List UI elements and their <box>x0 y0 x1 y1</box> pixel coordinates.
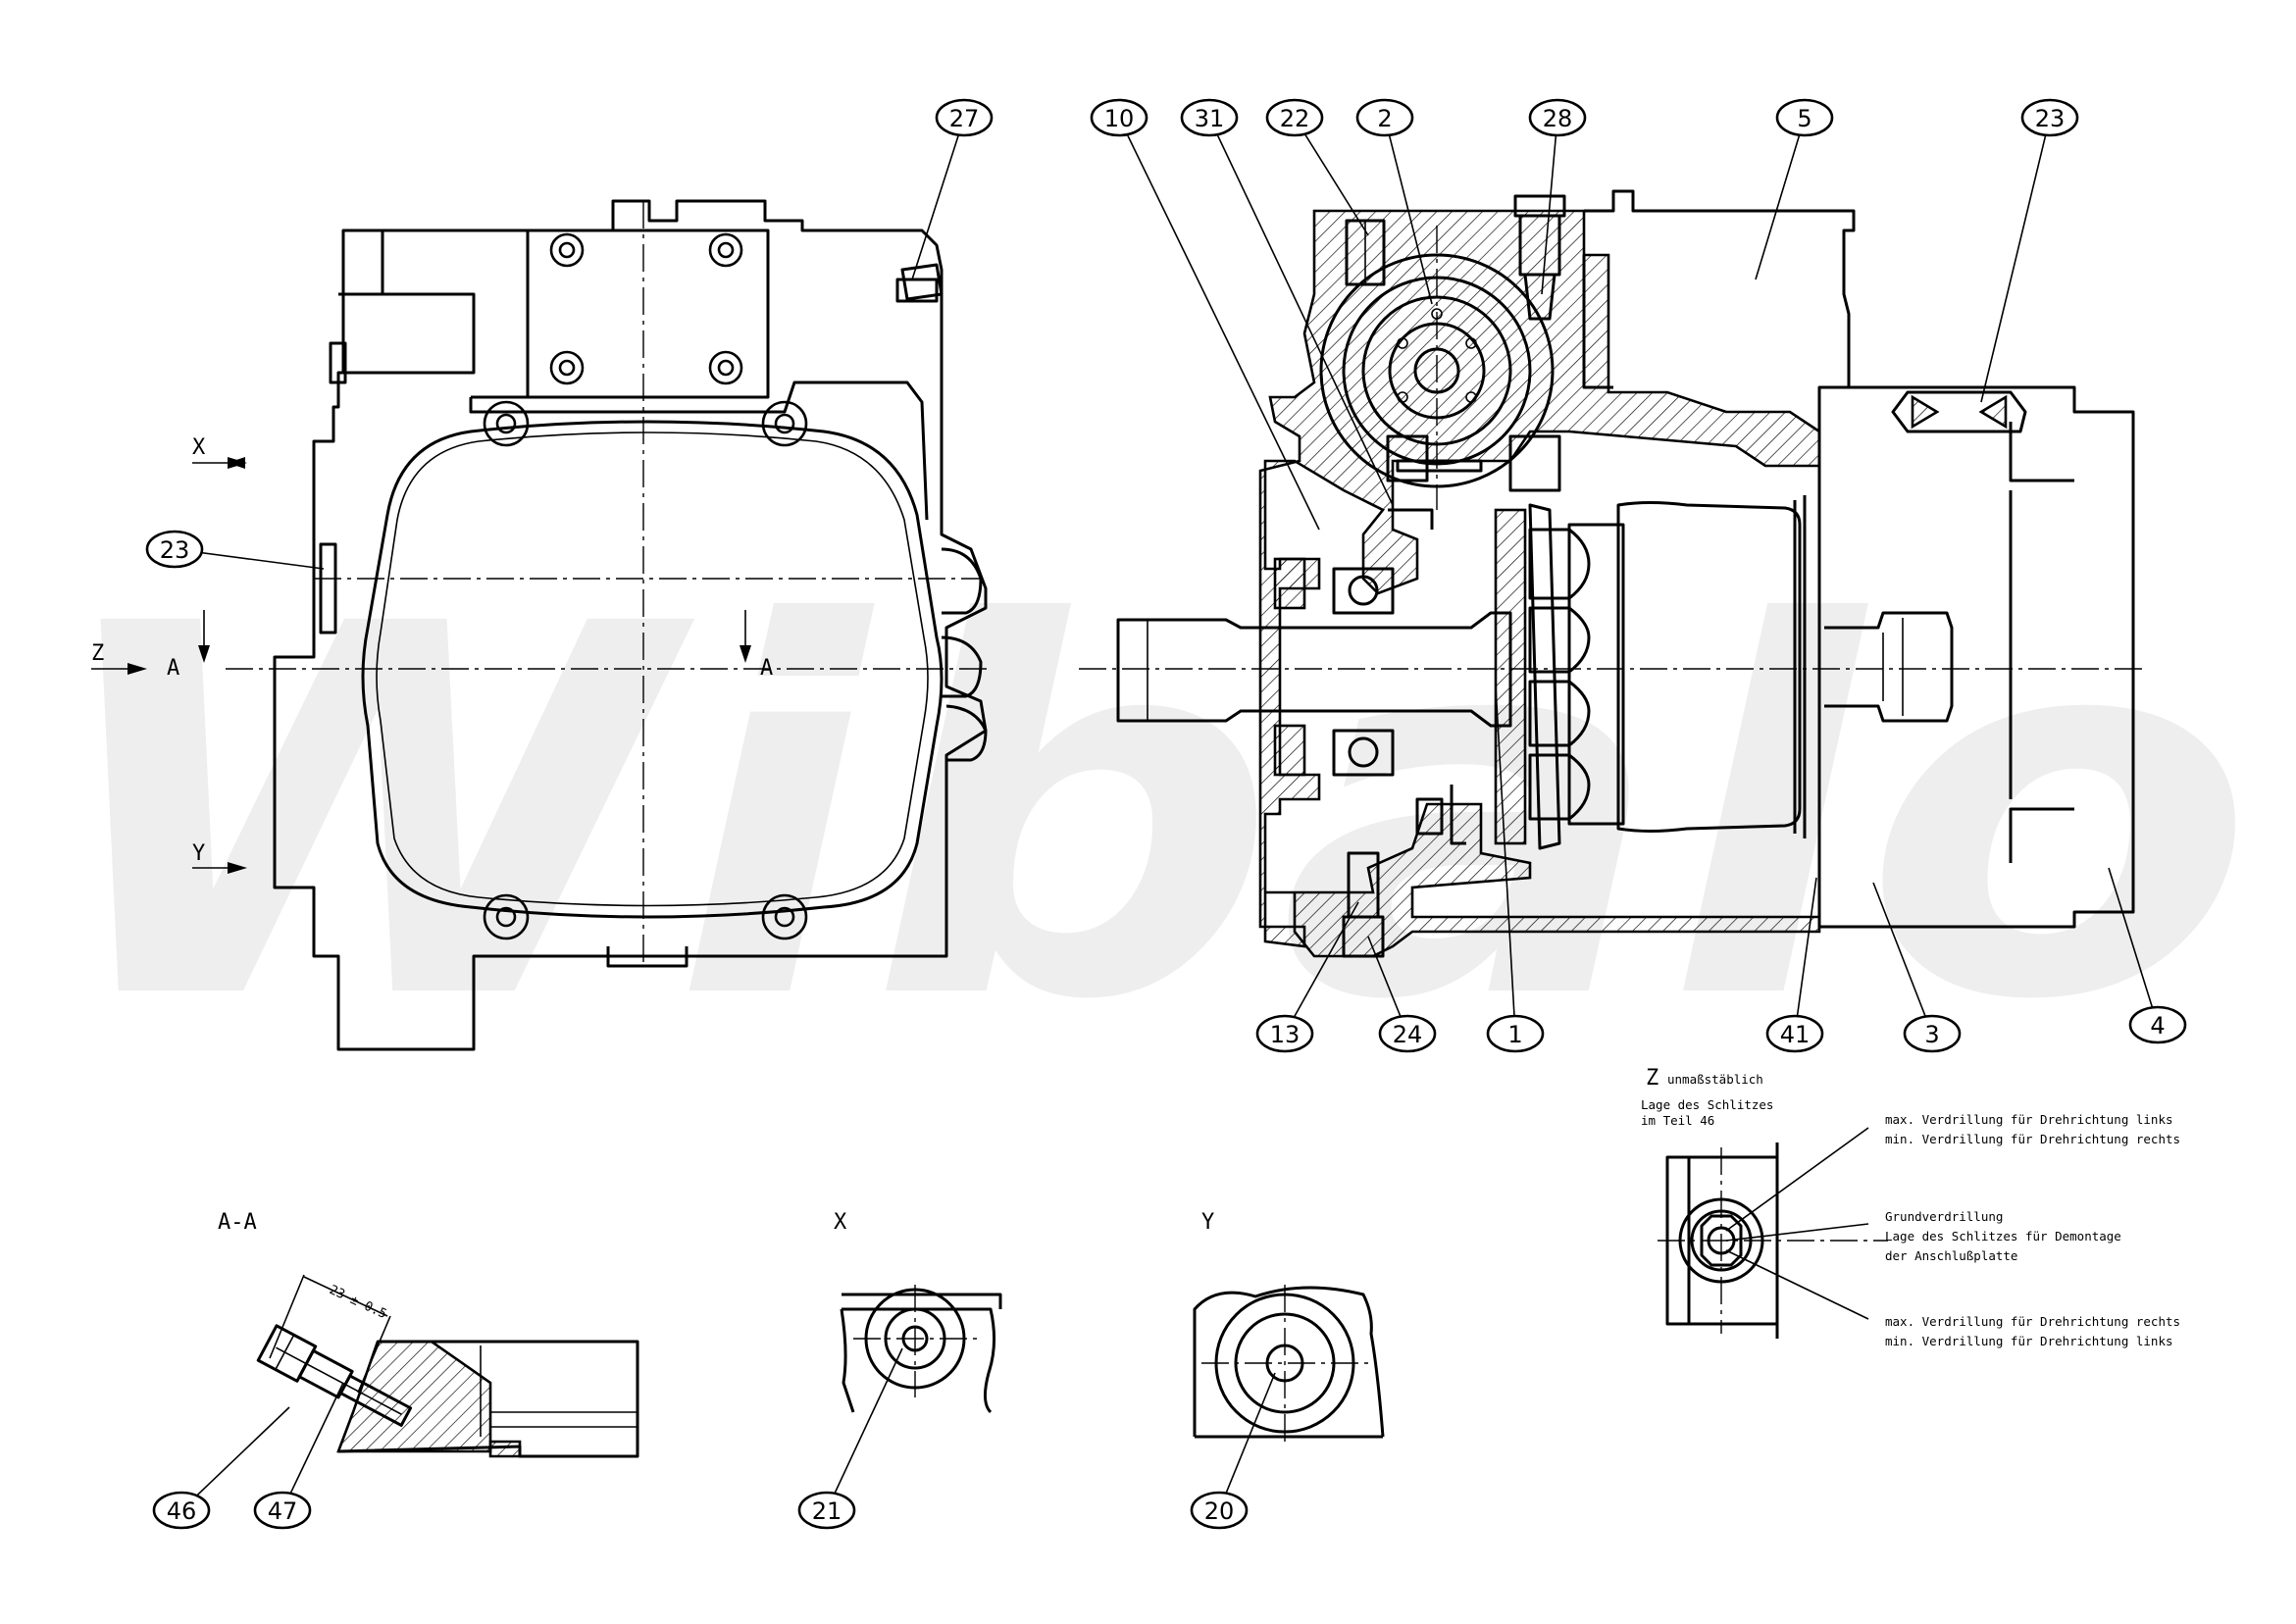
balloon-3-text: 3 <box>1924 1021 1939 1048</box>
balloon-13: 13 <box>1255 901 1359 1053</box>
port-fitting <box>1891 390 2027 433</box>
watermark: Wibalo <box>39 517 2256 1111</box>
view-arrow-x: X <box>192 435 247 469</box>
z-scale-note: unmaßstäblich <box>1667 1072 1763 1087</box>
view-arrow-z: Z <box>91 641 147 675</box>
balloon-23-left-text: 23 <box>160 536 190 564</box>
front-housing <box>1258 209 1821 958</box>
end-view-housing <box>273 199 988 1051</box>
balloon-28: 28 <box>1528 98 1587 295</box>
balloon-41: 41 <box>1765 877 1824 1053</box>
balloon-2: 2 <box>1355 98 1433 305</box>
drive-shaft <box>1116 611 1512 728</box>
balloon-23-top: 23 <box>1980 98 2079 403</box>
balloon-2-text: 2 <box>1377 105 1392 132</box>
section-view <box>1079 189 2143 958</box>
section-a-left: A <box>167 656 179 681</box>
view-arrow-y: Y <box>192 841 247 874</box>
balloon-4-text: 4 <box>2150 1012 2165 1040</box>
balloon-13-text: 13 <box>1270 1021 1301 1048</box>
section-arrow-left: A <box>167 610 210 681</box>
balloon-41-text: 41 <box>1780 1021 1811 1048</box>
swash-plate <box>1528 503 1561 850</box>
balloon-23-left: 23 <box>145 530 325 570</box>
balloon-22: 22 <box>1265 98 1369 236</box>
detail-aa: A-A 23 ± 0.5 <box>218 1210 639 1458</box>
cylinder-barrel <box>1616 501 1802 833</box>
plate-bolts <box>549 232 743 385</box>
section-arrow-right: A <box>740 610 773 681</box>
balloon-20-text: 20 <box>1204 1497 1235 1525</box>
bearings <box>1273 557 1395 777</box>
balloon-27: 27 <box>911 98 994 280</box>
balloon-21-text: 21 <box>812 1497 842 1525</box>
corner-bolts <box>483 400 808 940</box>
end-face <box>361 420 944 919</box>
z-arrow-label: Z <box>91 641 104 666</box>
balloon-5-text: 5 <box>1797 105 1811 132</box>
mounting-plate <box>526 228 770 399</box>
section-a-right: A <box>760 656 773 681</box>
end-cover <box>1817 385 2135 929</box>
dimension-aa: 23 ± 0.5 <box>327 1283 388 1322</box>
z-basic-3: der Anschlußplatte <box>1885 1248 2017 1263</box>
detail-x: X <box>834 1210 1002 1414</box>
balloon-24: 24 <box>1367 936 1437 1053</box>
balloon-23-top-text: 23 <box>2035 105 2066 132</box>
balloon-31-text: 31 <box>1195 105 1225 132</box>
balloon-47-text: 47 <box>268 1497 298 1525</box>
z-basic-2: Lage des Schlitzes für Demontage <box>1885 1229 2121 1243</box>
balloon-46-text: 46 <box>167 1497 197 1525</box>
balloon-31: 31 <box>1180 98 1394 506</box>
y-arrow-label: Y <box>192 841 205 866</box>
balloon-27-text: 27 <box>949 105 980 132</box>
balloon-10-text: 10 <box>1104 105 1135 132</box>
balloon-28-text: 28 <box>1543 105 1573 132</box>
z-slot-note-2: im Teil 46 <box>1641 1113 1714 1128</box>
detail-y: Y <box>1193 1210 1385 1442</box>
z-slot-note-1: Lage des Schlitzes <box>1641 1097 1773 1112</box>
z-twist-bot-1: max. Verdrillung für Drehrichtung rechts <box>1885 1314 2180 1329</box>
x-arrow-label: X <box>192 435 206 460</box>
balloon-5: 5 <box>1755 98 1834 280</box>
detail-z-title: Z <box>1646 1066 1658 1091</box>
detail-aa-title: A-A <box>218 1210 257 1235</box>
balloon-10: 10 <box>1090 98 1320 531</box>
housing-bolts <box>1342 194 1566 958</box>
balloon-21: 21 <box>797 1347 903 1530</box>
balloon-1: 1 <box>1486 685 1545 1053</box>
detail-x-title: X <box>834 1210 847 1235</box>
balloon-20: 20 <box>1190 1372 1276 1530</box>
z-twist-top-2: min. Verdrillung für Drehrichtung rechts <box>1885 1132 2180 1146</box>
z-basic-1: Grundverdrillung <box>1885 1209 2003 1224</box>
balloon-1-text: 1 <box>1507 1021 1522 1048</box>
balloon-22-text: 22 <box>1280 105 1310 132</box>
z-twist-bot-2: min. Verdrillung für Drehrichtung links <box>1885 1334 2173 1348</box>
balloon-24-text: 24 <box>1393 1021 1423 1048</box>
detail-z: Z unmaßstäblich Lage des Schlitzes im Te… <box>1641 1066 2180 1348</box>
end-view: X Y Z A A <box>91 199 991 1051</box>
balloon-3: 3 <box>1872 882 1962 1053</box>
detail-y-title: Y <box>1201 1210 1214 1235</box>
balloon-4: 4 <box>2108 867 2187 1044</box>
balloon-47: 47 <box>253 1382 344 1530</box>
balloon-46: 46 <box>152 1406 290 1530</box>
rear-housing <box>1584 189 1856 389</box>
z-twist-top-1: max. Verdrillung für Drehrichtung links <box>1885 1112 2173 1127</box>
